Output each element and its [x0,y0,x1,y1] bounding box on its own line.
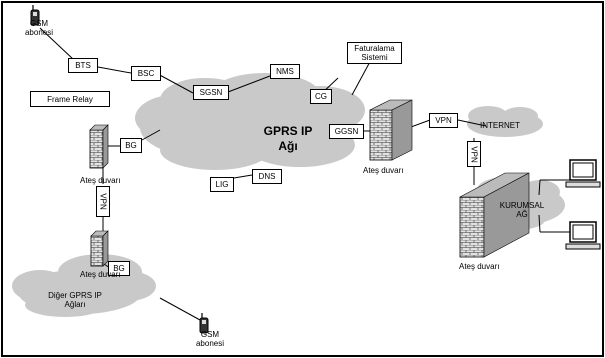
gprs-cloud-label-2: Ağı [278,139,298,153]
firewall-left-top [89,124,109,169]
firewall-center [369,99,413,161]
cg-node: CG [310,89,332,104]
billing-system-node: Faturalama Sistemi [347,42,402,64]
lig-node: LIG [210,177,234,192]
gsm-top-label-1: GSM [29,19,49,28]
gsm-phone-top-icon [30,5,40,26]
firewall-left-bottom-label: Ateş duvarı [80,270,121,279]
vpn-right-label: VPN [469,145,479,163]
gsm-phone-bottom-icon [199,313,209,334]
gsm-bottom-label-2: abonesi [195,339,225,348]
gsm-bottom-label-1: GSM [200,330,220,339]
computer-top-icon [565,159,601,188]
frame-relay-node: Frame Relay [30,91,110,107]
vpn-left-label: VPN [98,193,108,210]
firewall-left-bottom [90,230,109,267]
vpn-right-node: VPN [467,141,481,167]
bg-bottom-node: BG [108,261,130,276]
firewall-right-label: Ateş duvarı [459,262,500,271]
bg-top-node: BG [120,138,142,153]
bts-node: BTS [68,58,98,73]
other-gprs-label-1: Diğer GPRS IP [48,291,102,300]
nms-node: NMS [270,64,300,79]
bsc-node: BSC [131,66,161,81]
vpn-left-node: VPN [96,186,110,217]
billing-line-2: Sistemi [361,53,388,62]
billing-line-1: Faturalama [354,44,395,53]
corporate-label-2: AĞ [516,210,528,219]
ggsn-node: GGSN [329,124,364,139]
gsm-top-label-2: abonesi [24,28,54,37]
gprs-ip-cloud [135,73,365,170]
internet-label: INTERNET [480,121,520,130]
internet-cloud [467,106,543,137]
firewall-center-label: Ateş duvarı [363,166,404,175]
sgsn-node: SGSN [193,85,229,100]
firewall-left-top-label: Ateş duvarı [80,176,121,185]
other-gprs-label-2: Ağları [64,300,86,309]
firewall-right [459,172,530,258]
dns-node: DNS [252,169,282,184]
vpn-top-node: VPN [429,113,458,128]
computer-bottom-icon [565,221,601,250]
other-gprs-cloud [12,254,156,317]
gprs-cloud-label-1: GPRS IP [263,124,313,138]
connection-lines [39,27,570,321]
corporate-label-1: KURUMSAL [499,201,545,210]
